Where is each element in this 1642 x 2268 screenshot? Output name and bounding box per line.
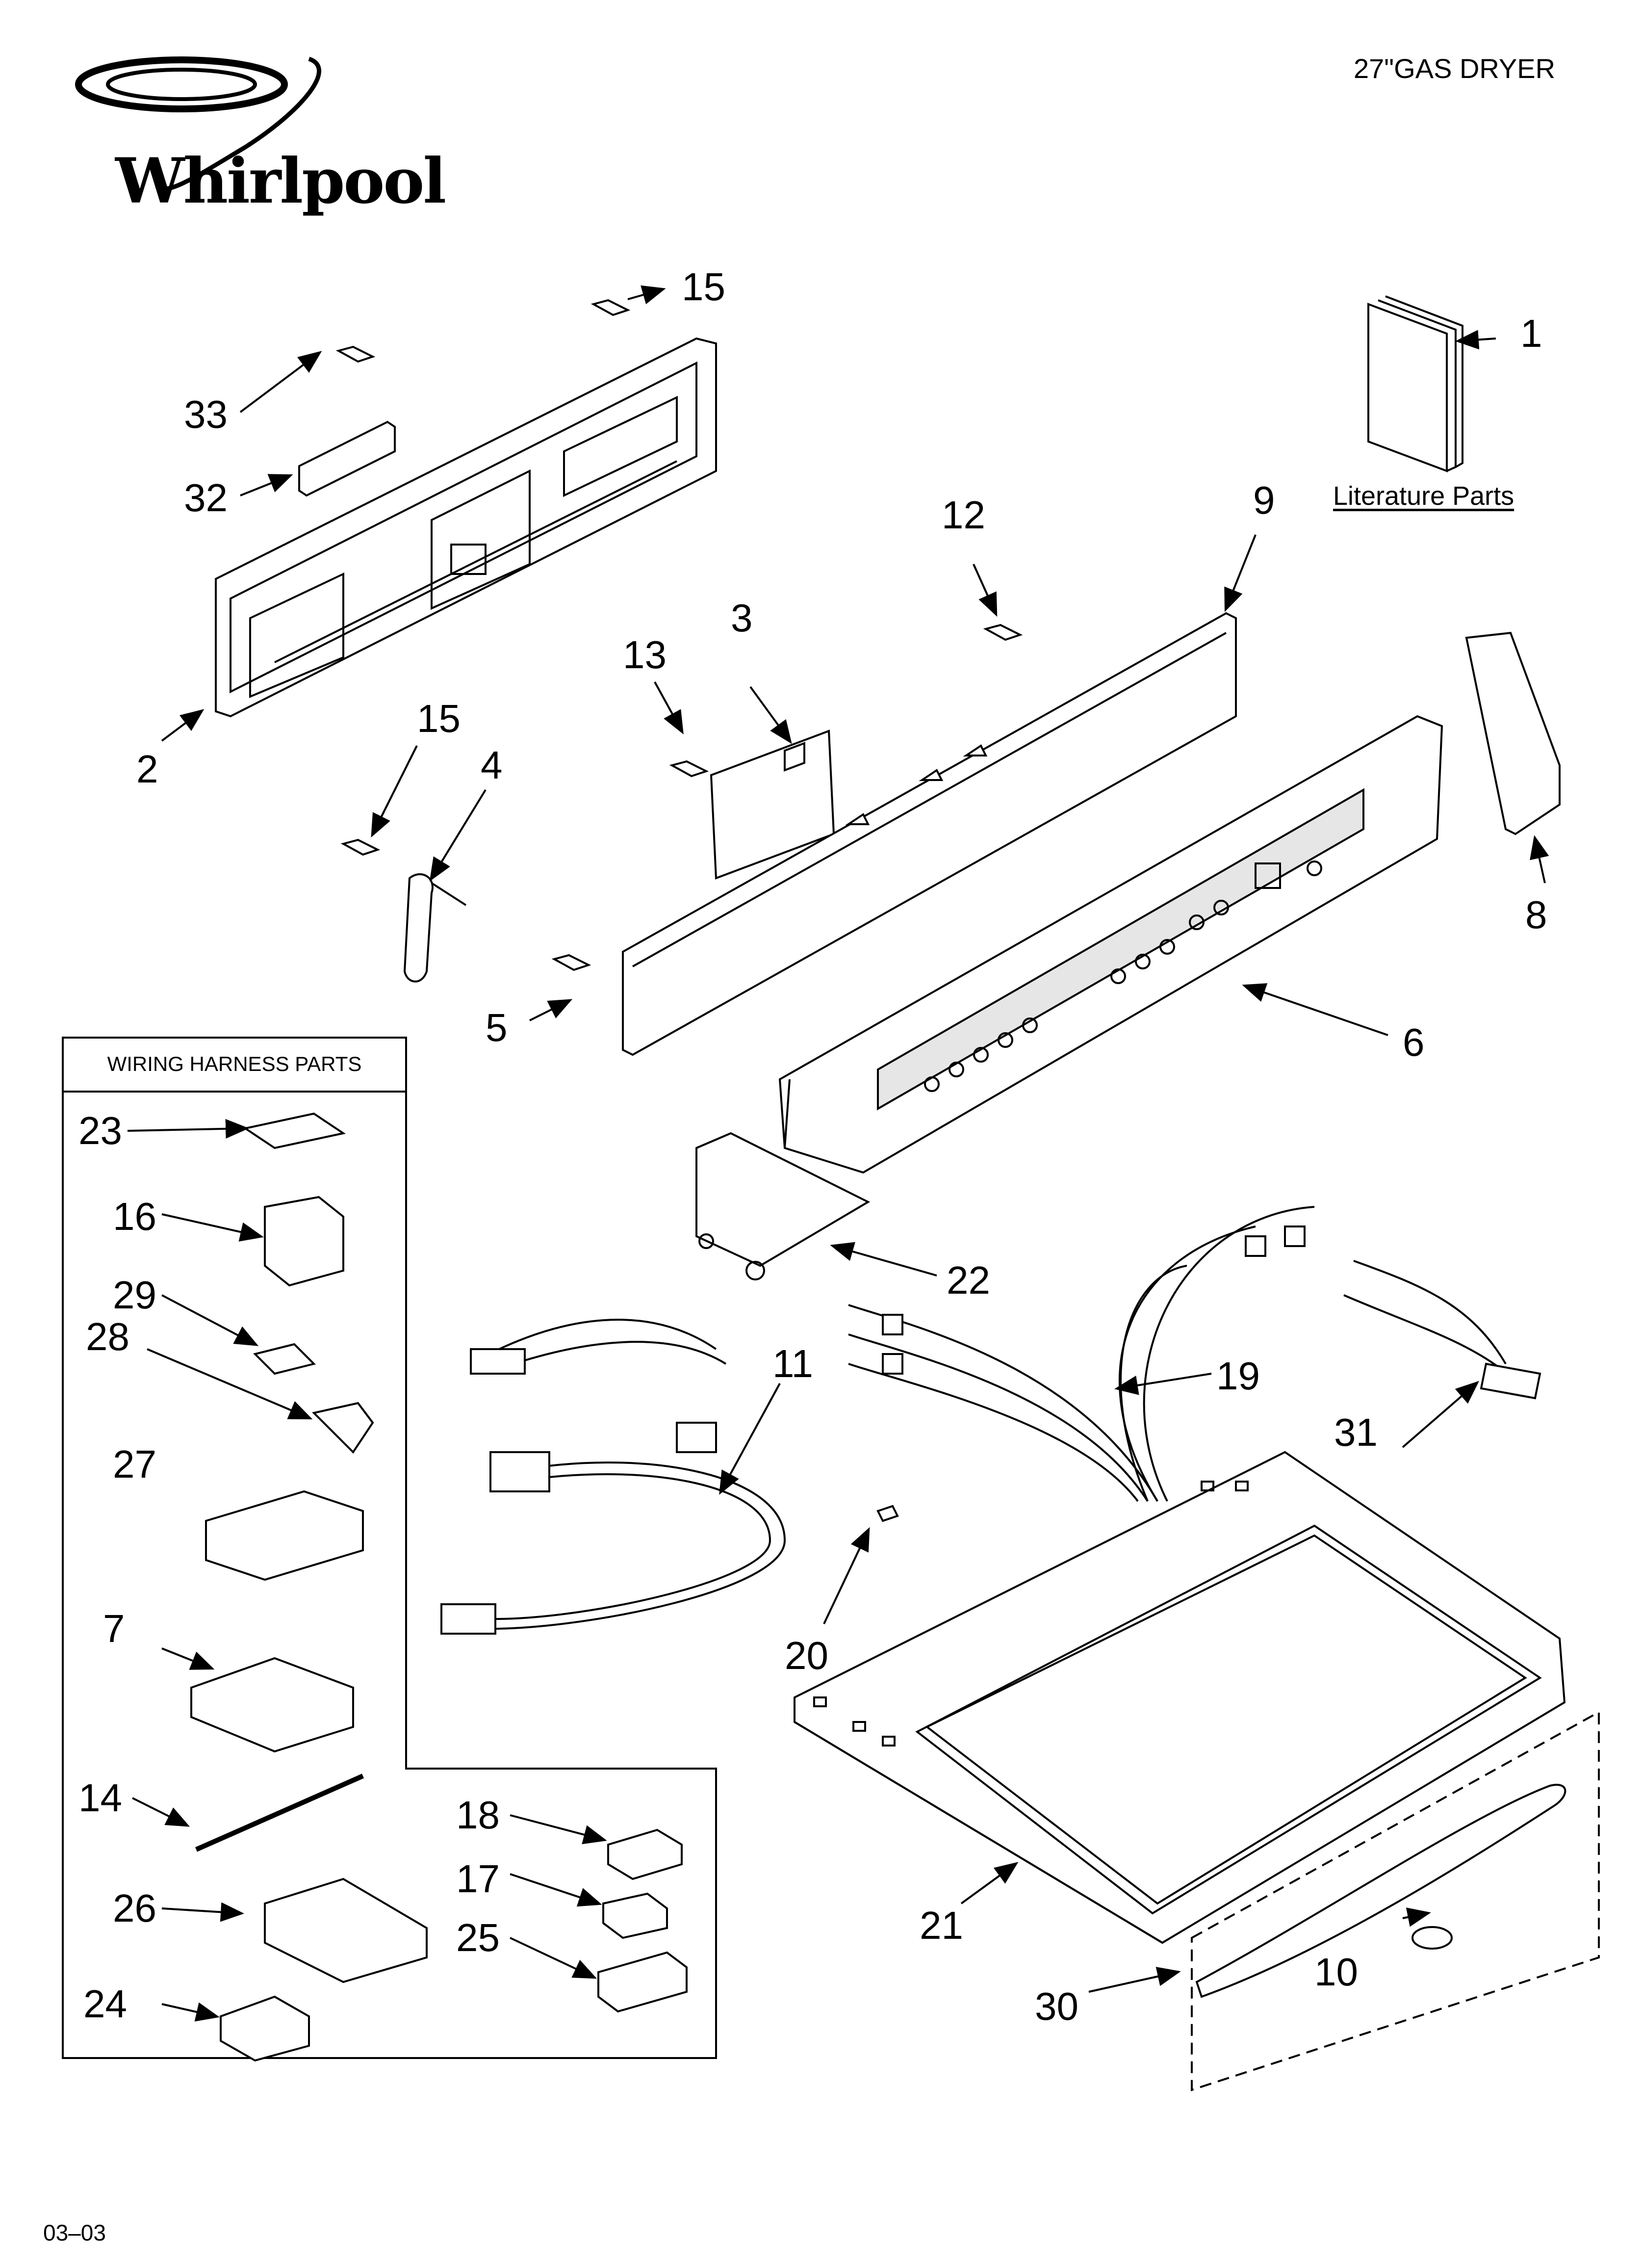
- wire-harness-11: [440, 1319, 786, 1635]
- harness-connectors: [190, 1112, 688, 2062]
- callout-24: 24: [83, 1982, 127, 2026]
- callout-1: 1: [1520, 312, 1542, 355]
- callout-15-top: 15: [682, 265, 725, 309]
- front-trim-group: [1191, 1710, 1600, 2091]
- wire-harness-19: [848, 1206, 1315, 1502]
- dryer-top: [794, 1451, 1566, 1944]
- whirlpool-logo: Whirlpool: [34, 49, 446, 217]
- callout-23: 23: [78, 1109, 122, 1152]
- callout-29: 29: [113, 1273, 156, 1317]
- wire-clip: [876, 1505, 899, 1522]
- brand-wordmark: Whirlpool: [115, 145, 446, 217]
- callout-32: 32: [184, 476, 228, 520]
- literature-booklet: [1367, 295, 1463, 472]
- callout-2: 2: [136, 747, 158, 791]
- swirl-icon: [75, 56, 321, 191]
- callout-26: 26: [113, 1886, 156, 1930]
- literature-parts-label: Literature Parts: [1333, 481, 1514, 511]
- callout-13: 13: [623, 633, 667, 677]
- leader-lines: [127, 285, 1549, 2022]
- callout-25: 25: [456, 1916, 500, 1959]
- callout-21: 21: [920, 1903, 963, 1947]
- callout-19: 19: [1216, 1354, 1260, 1398]
- callout-18: 18: [456, 1793, 500, 1837]
- callout-28: 28: [86, 1315, 129, 1358]
- console-panel: [778, 715, 1443, 1174]
- callout-15-left: 15: [417, 697, 461, 740]
- board-cover: [298, 420, 396, 497]
- revision-code: 03–03: [43, 2220, 106, 2245]
- callout-30: 30: [1035, 1984, 1078, 2028]
- page-title: 27"GAS DRYER: [1354, 53, 1556, 84]
- callout-6: 6: [1403, 1020, 1425, 1064]
- end-cap-right: [1465, 631, 1561, 835]
- callout-17: 17: [456, 1857, 500, 1901]
- callout-14: 14: [78, 1776, 122, 1820]
- callout-4: 4: [481, 743, 503, 787]
- callout-10: 10: [1314, 1950, 1358, 1994]
- callout-5: 5: [486, 1006, 508, 1049]
- callout-31: 31: [1334, 1410, 1378, 1454]
- callout-27: 27: [113, 1442, 156, 1486]
- callout-16: 16: [113, 1195, 156, 1238]
- callout-22: 22: [947, 1258, 990, 1302]
- callout-20: 20: [785, 1634, 828, 1677]
- wire-harness-31: [1343, 1260, 1541, 1400]
- callout-8: 8: [1525, 893, 1547, 937]
- callout-9: 9: [1253, 478, 1275, 522]
- callout-3: 3: [731, 596, 753, 640]
- screws: [335, 299, 1023, 971]
- callout-33: 33: [184, 392, 228, 436]
- callout-7: 7: [103, 1607, 125, 1650]
- ground-strap: [403, 873, 467, 983]
- callout-12: 12: [942, 493, 985, 537]
- console-bracket: [622, 612, 1237, 1056]
- wiring-harness-title: WIRING HARNESS PARTS: [107, 1052, 362, 1075]
- end-cap-left: [695, 1132, 871, 1280]
- callout-11: 11: [772, 1342, 814, 1385]
- rear-panel-bracket: [215, 337, 717, 718]
- harness-parts-frame: [62, 1037, 717, 2059]
